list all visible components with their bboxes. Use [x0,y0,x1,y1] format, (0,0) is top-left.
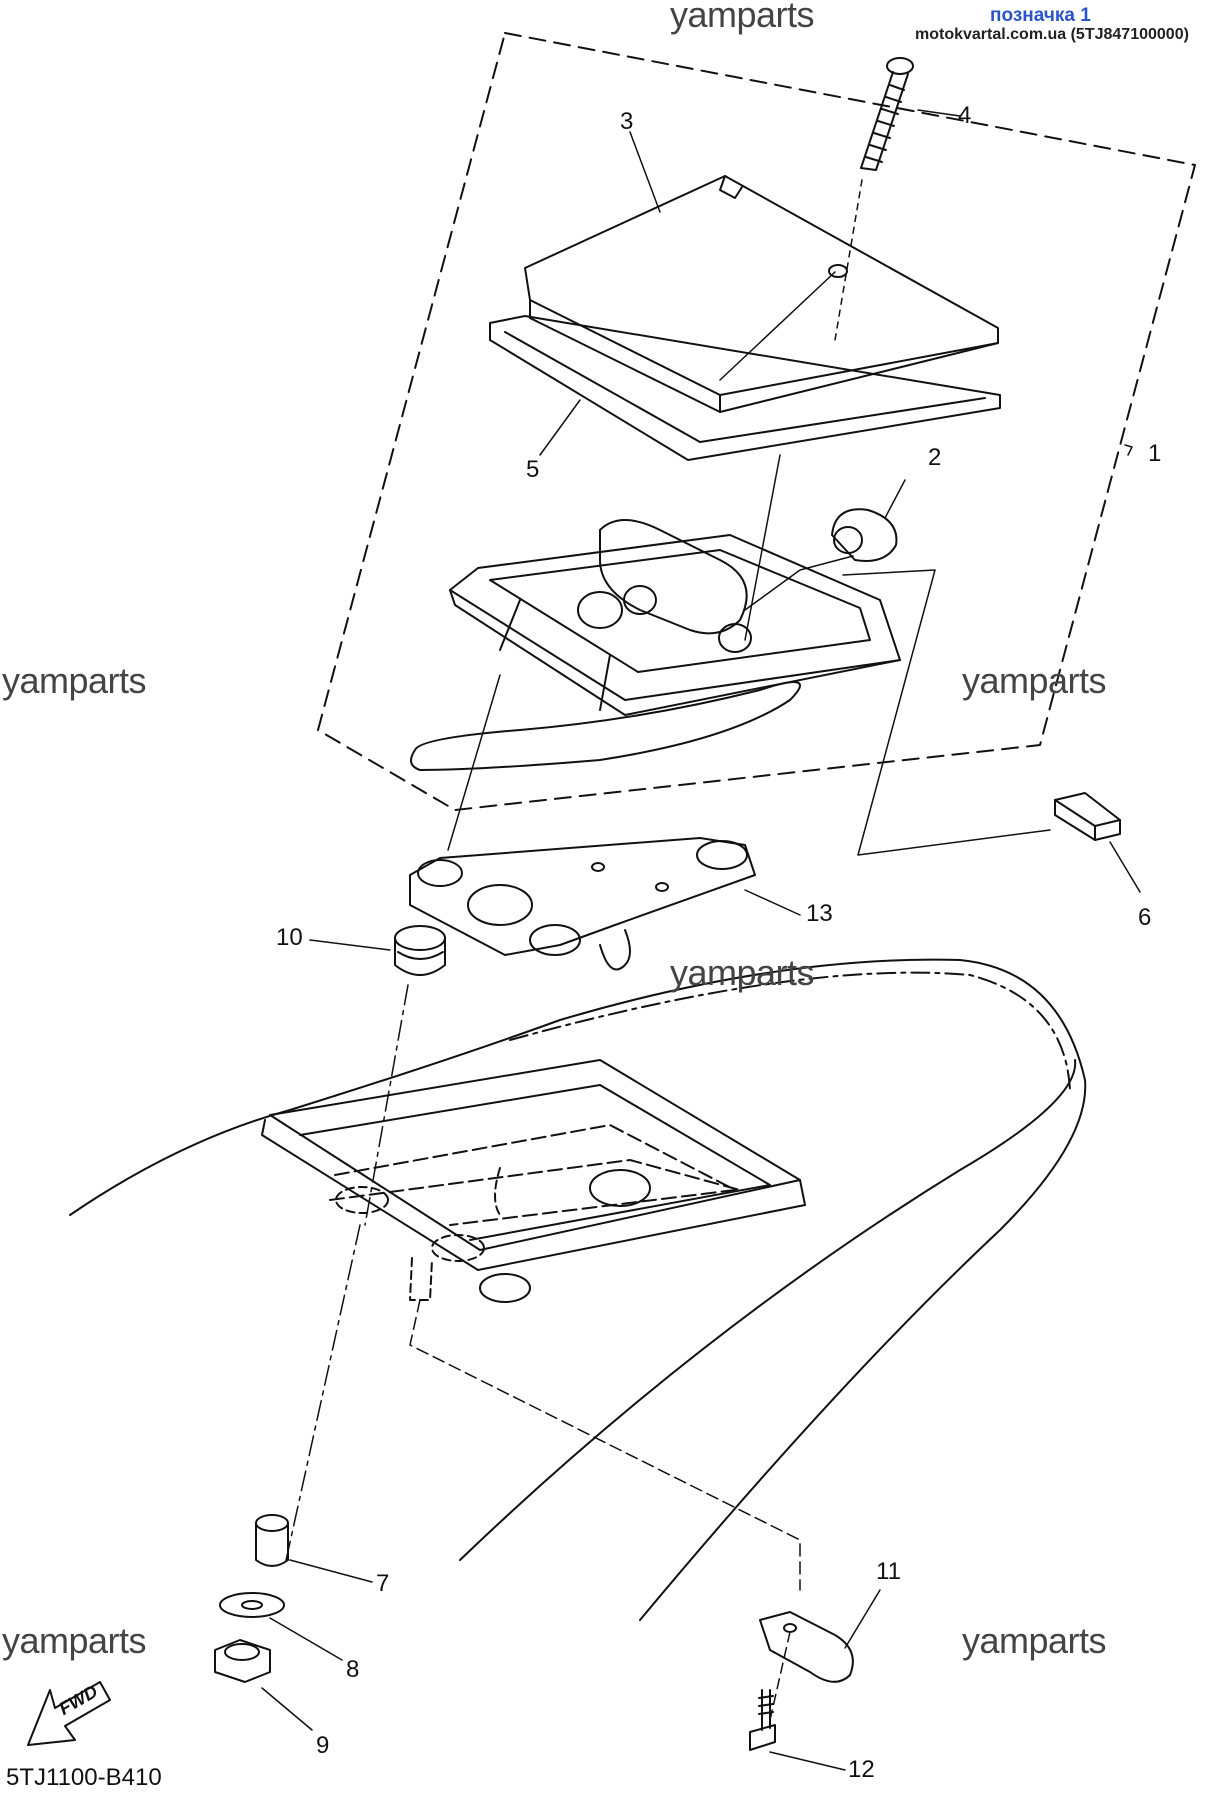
watermark: yamparts [2,1620,147,1661]
part-2-bulb [831,508,898,562]
part-6-connector [1054,792,1121,841]
part-10-grommet [394,925,446,976]
part-9-nut [214,1639,271,1683]
callout-8: 8 [346,1656,360,1683]
watermark: yamparts [2,660,147,701]
part-13-bracket [409,837,756,971]
part-7-collar [255,1514,289,1567]
callout-11: 11 [876,1558,901,1585]
callout-4: 4 [958,102,972,129]
callout-3: 3 [620,108,634,135]
part-8-washer [219,1592,285,1618]
callout-2: 2 [928,444,942,471]
part-3-lens-cover [524,175,999,413]
body-panel [69,958,1087,1621]
callout-1: 1 [1148,440,1162,467]
callout-7: 7 [376,1570,390,1597]
part-11-clamp [759,1611,854,1683]
callout-9: 9 [316,1732,330,1759]
callout-13: 13 [806,900,833,927]
watermark: yamparts [670,952,815,993]
badge-subtitle: motokvartal.com.ua (5TJ847100000) [915,26,1189,43]
callout-6: 6 [1138,904,1152,931]
watermark: yamparts [670,0,815,35]
callout-12: 12 [848,1756,875,1783]
part-4-screw [860,57,914,171]
diagram-code: 5TJ1100-B410 [6,1764,162,1791]
fwd-arrow [27,1681,111,1746]
watermark: yamparts [962,660,1107,701]
part-5-gasket [489,315,1001,461]
lamp-housing [410,519,901,771]
assembly-boundary [317,32,1196,811]
badge-title: позначка 1 [990,5,1091,26]
callout-10: 10 [276,924,303,951]
callout-5: 5 [526,456,540,483]
part-12-screw [749,1689,776,1751]
watermark: yamparts [962,1620,1107,1661]
